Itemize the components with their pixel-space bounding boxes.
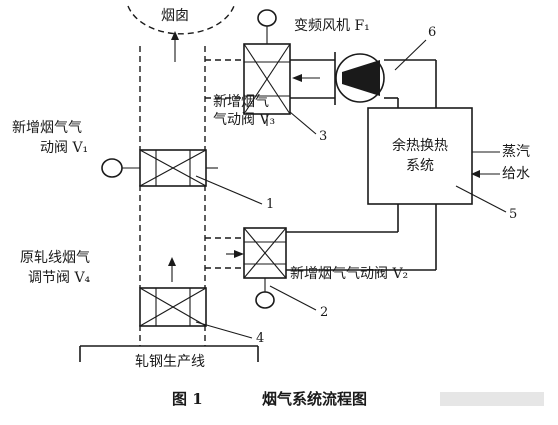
valve-v4-number: 4 xyxy=(256,331,264,346)
valve-v2-number: 2 xyxy=(320,305,328,320)
figure-number: 图 1 xyxy=(172,390,203,408)
chimney-inflow-arrowhead xyxy=(171,31,179,40)
feedwater-arrowhead xyxy=(471,170,480,178)
valve-v1-number: 1 xyxy=(266,197,274,212)
valve-v1 xyxy=(139,149,207,187)
v3-actuator-icon xyxy=(257,9,277,27)
valve-v2 xyxy=(243,227,287,279)
v2-inflow-arrowhead xyxy=(234,250,244,258)
valve-v3-number: 3 xyxy=(319,129,327,144)
v4-upflow-arrowhead xyxy=(168,257,176,266)
v2-actuator-icon xyxy=(255,291,275,309)
fan-f1 xyxy=(334,52,385,105)
chimney-outline xyxy=(127,5,235,35)
heat-exchanger-label-line2: 系统 xyxy=(406,158,434,174)
heat-exchanger-box xyxy=(367,107,473,205)
valve-v1-label-line1: 新增烟气气 xyxy=(12,120,82,136)
valve-v4-label-line1: 原轧线烟气 xyxy=(20,250,90,266)
valve-v2-label: 新增烟气气动阀 V₂ xyxy=(290,266,408,282)
feedwater-label: 给水 xyxy=(502,166,530,182)
heat-exchanger-number: 5 xyxy=(509,207,517,222)
valve-v4 xyxy=(139,287,207,327)
chimney-label: 烟囱 xyxy=(161,8,189,24)
heat-exchanger-label-line1: 余热换热 xyxy=(392,137,448,154)
steam-label: 蒸汽 xyxy=(502,144,530,160)
flow-arrowhead-to-v3 xyxy=(292,74,302,82)
v1-actuator-icon xyxy=(101,158,123,178)
fan-leader-line xyxy=(394,39,427,71)
fan-label: 变频风机 F₁ xyxy=(294,18,370,34)
v1-leader-line xyxy=(195,175,263,205)
watermark-blur xyxy=(440,392,544,406)
v4-leader-line xyxy=(195,321,253,339)
heat-leader-line xyxy=(455,185,507,213)
valve-v3-label-line1: 新增烟气 xyxy=(213,94,269,110)
figure-title: 烟气系统流程图 xyxy=(262,390,367,408)
valve-v4-label-line2: 调节阀 V₄ xyxy=(28,270,91,286)
valve-v1-label-line2: 动阀 V₁ xyxy=(40,140,88,156)
rolling-mill-label: 轧钢生产线 xyxy=(135,354,205,370)
v3-leader-line xyxy=(289,111,317,135)
v2-leader-line xyxy=(269,285,317,311)
valve-v3-label-line2: 气动阀 V₃ xyxy=(213,112,275,128)
fan-number: 6 xyxy=(428,25,436,40)
